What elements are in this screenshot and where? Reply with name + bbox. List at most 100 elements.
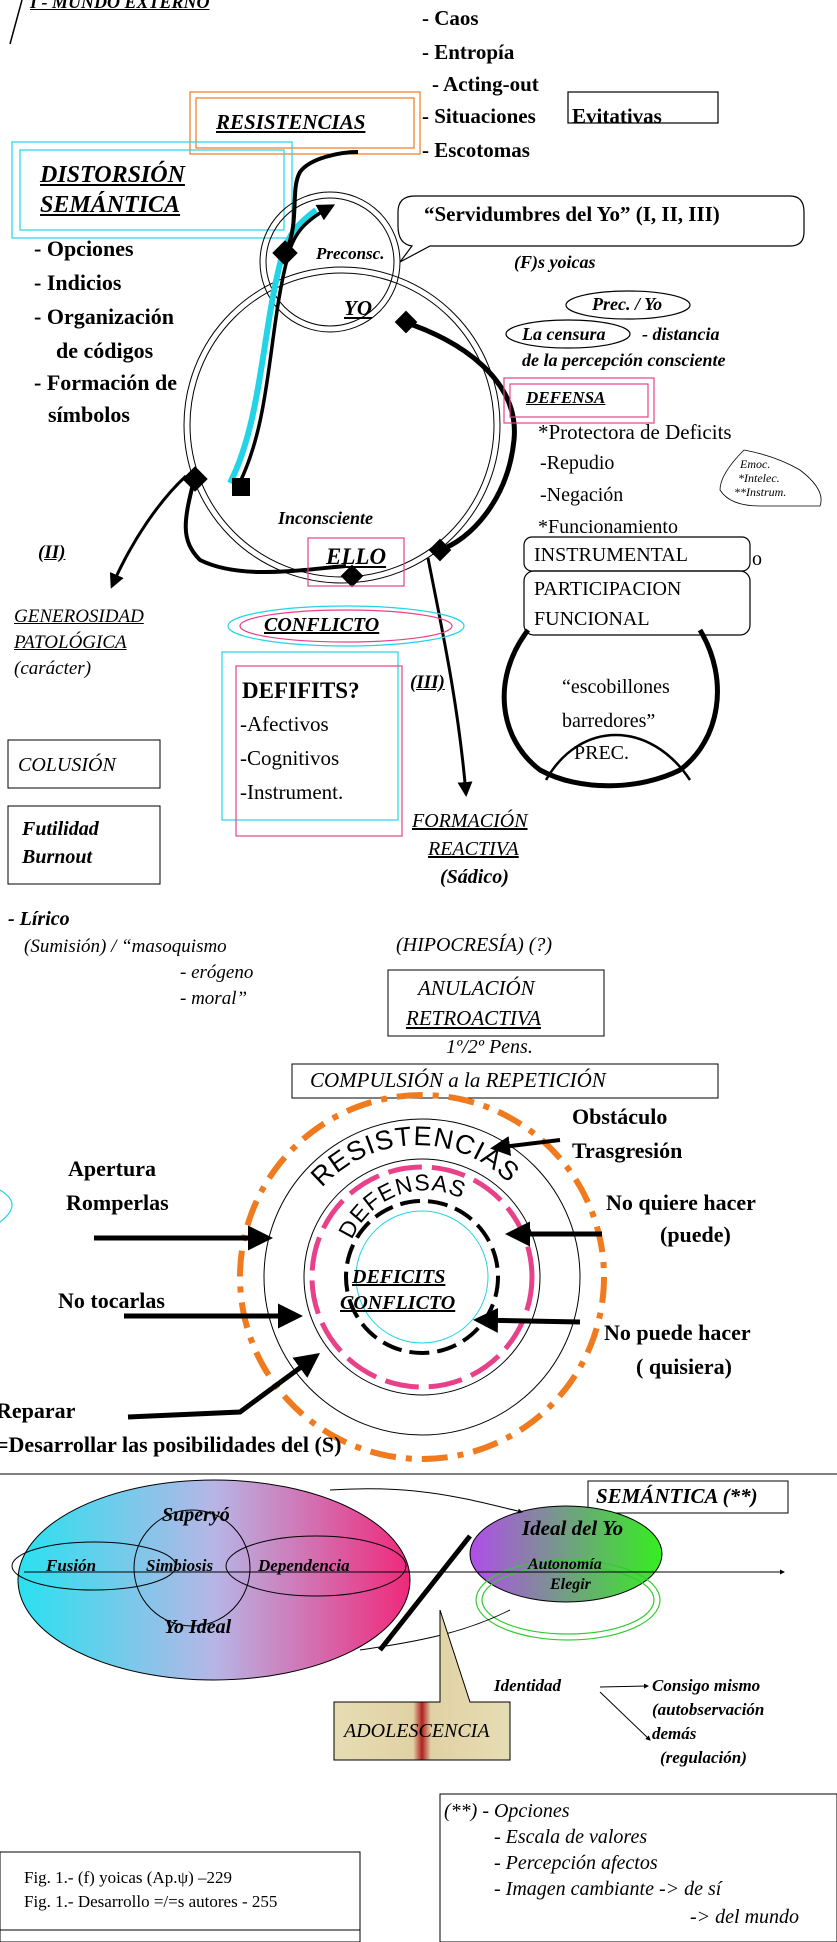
defifits-box-pink [235,665,403,837]
sumision-label: (Sumisión) / “masoquismo [24,936,227,957]
desarrollar-label: =Desarrollar las posibilidades del (S) [0,1432,342,1457]
iii-label: (III) [410,672,445,693]
hipocresia-label: (HIPOCRESÍA) (?) [396,934,553,956]
item-de-codigos: de códigos [56,338,154,363]
fs-yoicas-label: (F)s yoicas [514,252,596,272]
list-caos: - Caos [422,6,479,30]
pink-dashed-circle [309,1164,535,1390]
preconsc-circle-inner [265,197,395,327]
compulsion-box [291,1063,719,1099]
instrumental-label: INSTRUMENTAL [534,544,688,566]
o-label: o [752,548,762,570]
obstaculo-label: Obstáculo [572,1104,668,1129]
no-puede-label-1: No puede hacer [604,1320,751,1345]
funcionamiento-label: *Funcionamiento [538,516,678,538]
erogeno-label: - erógeno [180,962,254,983]
cyan-inner-circle [355,1210,489,1344]
mid-circle [303,1158,541,1396]
resistencias-box-inner [195,97,415,149]
def-instrument: -Instrument. [240,780,344,804]
conflicto-ellipse-pink [239,609,453,643]
preconsc-label: Preconsc. [316,244,385,263]
cyan-path [227,207,318,485]
defifits-box-cyan [221,651,399,821]
superyo-ellipse [17,1479,411,1681]
item-indicios: - Indicios [34,270,122,295]
colusion-box [7,739,161,789]
note-imagen: - Imagen cambiante -> de sí [494,1878,722,1900]
note-escala: - Escala de valores [494,1826,648,1848]
dependencia-ellipse [225,1535,407,1597]
elegir-label: Elegir [550,1576,591,1593]
evitativas-box [567,91,719,124]
notes-box [439,1793,837,1942]
corner-line [9,0,23,45]
anulacion-label-2: RETROACTIVA [406,1006,541,1030]
ideal-ellipse [469,1505,663,1603]
fig1-label: Fig. 1.- (f) yoicas (Ap.ψ) –229 [24,1868,232,1887]
conflicto-label: CONFLICTO [264,614,380,636]
negacion-label: -Negación [540,484,624,506]
resist-path [236,204,336,487]
no-quiere-label-1: No quiere hacer [606,1190,756,1215]
note-percepcion: - Percepción afectos [494,1852,658,1874]
participacion-box [523,570,751,636]
distorsion-label-1: DISTORSIÓN [40,162,185,188]
orange-dashed-circle [237,1092,607,1462]
list-situaciones: - Situaciones [422,104,536,128]
escobillones-label-1: “escobillones [562,676,670,698]
regulacion-label: (regulación) [660,1748,747,1767]
anulacion-label-1: ANULACIÓN [418,976,535,1000]
item-organizacion: - Organización [34,304,174,329]
conflicto-ellipse-cyan [227,605,465,647]
formacion-label-2: REACTIVA [428,838,519,860]
distorsion-box-inner [19,149,285,231]
futilidad-box [7,805,161,885]
caracter-label: (carácter) [14,658,92,679]
mundo-externo-label: I - MUNDO EXTERNO [30,0,210,12]
note-opciones: (**) - Opciones [444,1800,570,1822]
fusion-label: Fusión [46,1556,97,1575]
inconsciente-label: Inconsciente [278,508,374,528]
circle-conflicto-label: CONFLICTO [340,1292,456,1314]
no-quiere-label-2: (puede) [660,1222,731,1247]
formacion-label-1: FORMACIÓN [412,810,528,832]
semantica-label: SEMÁNTICA (**) [596,1484,758,1508]
generosidad-path [109,474,188,589]
identidad-label: Identidad [494,1676,562,1695]
black-dashed-circle [344,1199,500,1355]
colusion-label: COLUSIÓN [18,754,116,776]
censura-label: La censura [522,324,606,344]
anulacion-box [387,969,605,1037]
prec-yo-label: Prec. / Yo [592,294,663,314]
prec-label: PREC. [574,742,630,764]
distorsion-label-2: SEMÁNTICA [40,192,181,218]
list-escotomas: - Escotomas [422,138,530,162]
intelec-label: *Intelec. [738,471,780,485]
defensa-box-inner [509,383,649,418]
def-afectivos: -Afectivos [240,712,329,736]
fusion-ellipse [11,1541,177,1591]
protectora-label: *Protectora de Deficits [538,420,732,444]
dependencia-label: Dependencia [258,1556,350,1575]
yo-ello-path [403,319,517,553]
item-simbolos: símbolos [48,402,130,427]
escobillones-shape [501,628,720,789]
def-cognitivos: -Cognitivos [240,746,340,770]
instrum-label: **Instrum. [734,485,787,499]
list-acting-out: - Acting-out [432,72,539,96]
autonomia-label: Autonomía [528,1556,602,1573]
list-entropia: - Entropía [422,40,515,64]
outer-circle [263,1118,581,1436]
percepcion-label: de la percepción consciente [522,350,726,370]
distancia-label: - distancia [642,324,720,344]
autonomia-ellipse-inner [481,1565,655,1635]
ello-label: ELLO [326,544,387,569]
compulsion-label: COMPULSIÓN a la REPETICIÓN [310,1068,606,1092]
defensa-label: DEFENSA [526,388,606,407]
preconsc-circle [259,191,401,333]
generosidad-label-1: GENEROSIDAD [14,606,144,627]
autobs-label: (autobservación [652,1700,765,1719]
moral-label: - moral” [180,988,248,1009]
